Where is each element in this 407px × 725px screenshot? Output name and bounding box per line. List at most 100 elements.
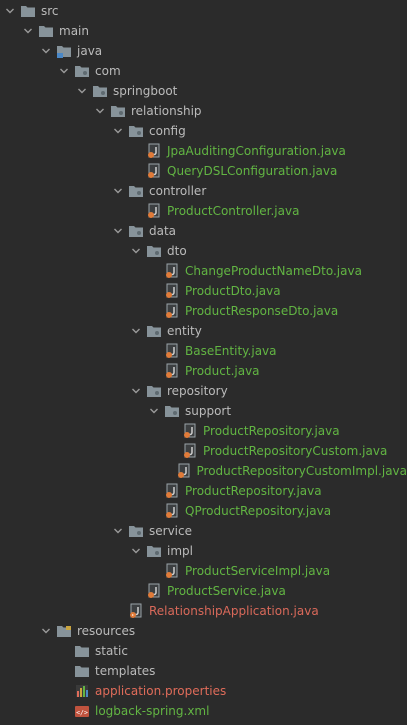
chevron-down-icon[interactable] [22,21,34,41]
tree-row[interactable]: application.properties [0,681,407,701]
tree-row[interactable]: Product.java [0,361,407,381]
chevron-down-icon[interactable] [112,121,124,141]
tree-row[interactable]: static [0,641,407,661]
package-icon [128,123,144,139]
chevron-down-icon[interactable] [148,401,160,421]
tree-row[interactable]: main [0,21,407,41]
tree-row[interactable]: ProductController.java [0,201,407,221]
tree-row[interactable]: ProductRepository.java [0,481,407,501]
tree-row-label: Product.java [185,364,260,378]
tree-row[interactable]: dto [0,241,407,261]
chevron-spacer [148,301,160,321]
tree-row[interactable]: ChangeProductNameDto.java [0,261,407,281]
tree-row-label: ProductRepositoryCustomImpl.java [196,464,407,478]
tree-row[interactable]: ProductService.java [0,581,407,601]
chevron-spacer [130,161,142,181]
chevron-down-icon[interactable] [4,1,16,21]
svg-text:</>: </> [76,709,88,717]
tree-row-label: com [95,64,121,78]
package-icon [146,243,162,259]
chevron-spacer [166,421,178,441]
chevron-down-icon[interactable] [130,381,142,401]
tree-row-label: controller [149,184,207,198]
tree-row[interactable]: com [0,61,407,81]
package-icon [128,223,144,239]
tree-row-label: RelationshipApplication.java [149,604,319,618]
package-icon [92,83,108,99]
chevron-down-icon[interactable] [130,241,142,261]
tree-row-label: dto [167,244,187,258]
package-icon [164,403,180,419]
package-icon [74,63,90,79]
tree-row[interactable]: java [0,41,407,61]
java-class-icon [164,503,180,519]
tree-row[interactable]: config [0,121,407,141]
tree-row[interactable]: relationship [0,101,407,121]
tree-row[interactable]: src [0,1,407,21]
chevron-down-icon[interactable] [40,621,52,641]
tree-row[interactable]: ProductServiceImpl.java [0,561,407,581]
tree-row[interactable]: RelationshipApplication.java [0,601,407,621]
resources-folder-icon [56,623,72,639]
chevron-down-icon[interactable] [130,321,142,341]
tree-row[interactable]: entity [0,321,407,341]
tree-row-label: ChangeProductNameDto.java [185,264,362,278]
tree-row[interactable]: ProductRepositoryCustomImpl.java [0,461,407,481]
java-class-icon [146,163,162,179]
tree-row[interactable]: QueryDSLConfiguration.java [0,161,407,181]
java-class-icon [164,283,180,299]
chevron-down-icon[interactable] [112,181,124,201]
java-class-icon [176,463,192,479]
tree-row[interactable]: controller [0,181,407,201]
tree-row-label: config [149,124,186,138]
chevron-spacer [130,201,142,221]
tree-row[interactable]: </> logback-spring.xml [0,701,407,721]
tree-row[interactable]: repository [0,381,407,401]
xml-file-icon: </> [74,703,90,719]
chevron-down-icon[interactable] [76,81,88,101]
tree-row[interactable]: support [0,401,407,421]
tree-row-label: service [149,524,192,538]
package-icon [110,103,126,119]
java-class-icon [164,363,180,379]
package-icon [128,183,144,199]
tree-row[interactable]: QProductRepository.java [0,501,407,521]
tree-row-label: ProductResponseDto.java [185,304,339,318]
tree-row[interactable]: ProductResponseDto.java [0,301,407,321]
java-class-icon [182,423,198,439]
java-class-icon [146,583,162,599]
tree-row[interactable]: ProductDto.java [0,281,407,301]
chevron-spacer [130,141,142,161]
package-icon [146,323,162,339]
tree-row-label: ProductRepository.java [185,484,322,498]
chevron-down-icon[interactable] [58,61,70,81]
chevron-spacer [148,361,160,381]
tree-row-label: entity [167,324,202,338]
chevron-spacer [148,341,160,361]
properties-file-icon [74,683,90,699]
tree-row-label: java [77,44,103,58]
tree-row[interactable]: impl [0,541,407,561]
tree-row-label: BaseEntity.java [185,344,277,358]
tree-row[interactable]: service [0,521,407,541]
chevron-down-icon[interactable] [94,101,106,121]
tree-row[interactable]: ProductRepositoryCustom.java [0,441,407,461]
chevron-down-icon[interactable] [112,221,124,241]
java-class-icon [164,263,180,279]
chevron-down-icon[interactable] [112,521,124,541]
java-class-icon [164,303,180,319]
tree-row[interactable]: springboot [0,81,407,101]
tree-row-label: ProductService.java [167,584,286,598]
tree-row[interactable]: templates [0,661,407,681]
chevron-down-icon[interactable] [130,541,142,561]
tree-row[interactable]: ProductRepository.java [0,421,407,441]
chevron-spacer [148,481,160,501]
tree-row[interactable]: data [0,221,407,241]
tree-row[interactable]: BaseEntity.java [0,341,407,361]
chevron-down-icon[interactable] [40,41,52,61]
java-class-icon [146,143,162,159]
tree-row[interactable]: resources [0,621,407,641]
tree-row[interactable]: JpaAuditingConfiguration.java [0,141,407,161]
tree-row-label: templates [95,664,156,678]
